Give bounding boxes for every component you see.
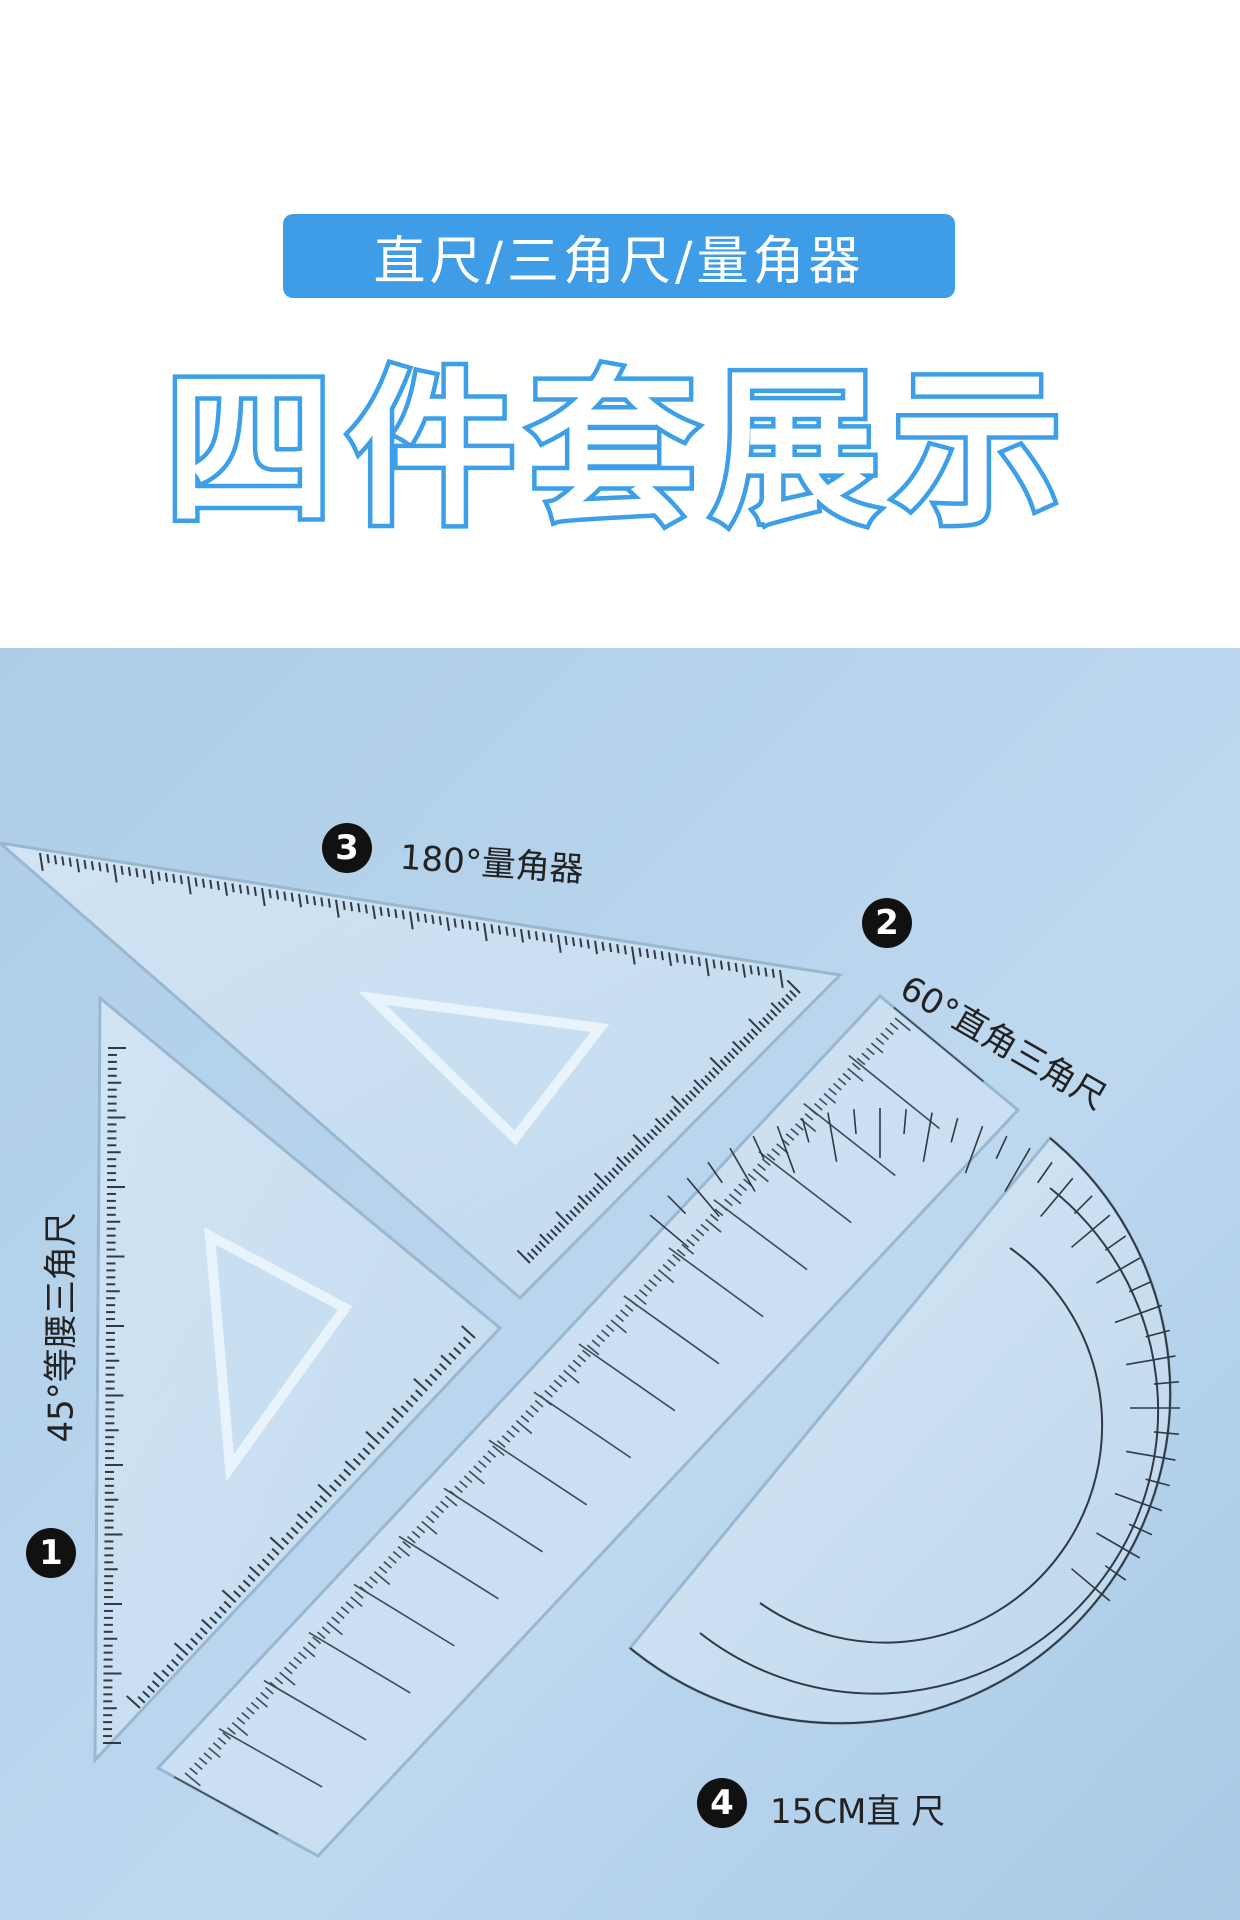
- label-45-triangle: 45°等腰三角尺: [41, 1212, 82, 1443]
- product-photo: 3 180°量角器 2 60°直角三角尺 1 45°等腰三角尺 4 15CM直 …: [0, 648, 1240, 1920]
- page-title: 四件套展示: [161, 347, 1075, 552]
- header: 直尺/三角尺/量角器 四件套展示: [0, 0, 1240, 648]
- triangle-large: [0, 841, 844, 1301]
- label-straight-ruler: 15CM直 尺: [770, 1792, 946, 1832]
- triangle-45: [93, 994, 503, 1764]
- subtitle-pill: 直尺/三角尺/量角器: [283, 214, 955, 298]
- protractor: [627, 1108, 1180, 1725]
- straight-ruler: [155, 993, 1021, 1858]
- badge-1: 1: [26, 1528, 76, 1578]
- badge-2: 2: [862, 898, 912, 948]
- rulers-illustration: [0, 648, 1240, 1920]
- badge-3: 3: [322, 823, 372, 873]
- badge-4: 4: [697, 1778, 747, 1828]
